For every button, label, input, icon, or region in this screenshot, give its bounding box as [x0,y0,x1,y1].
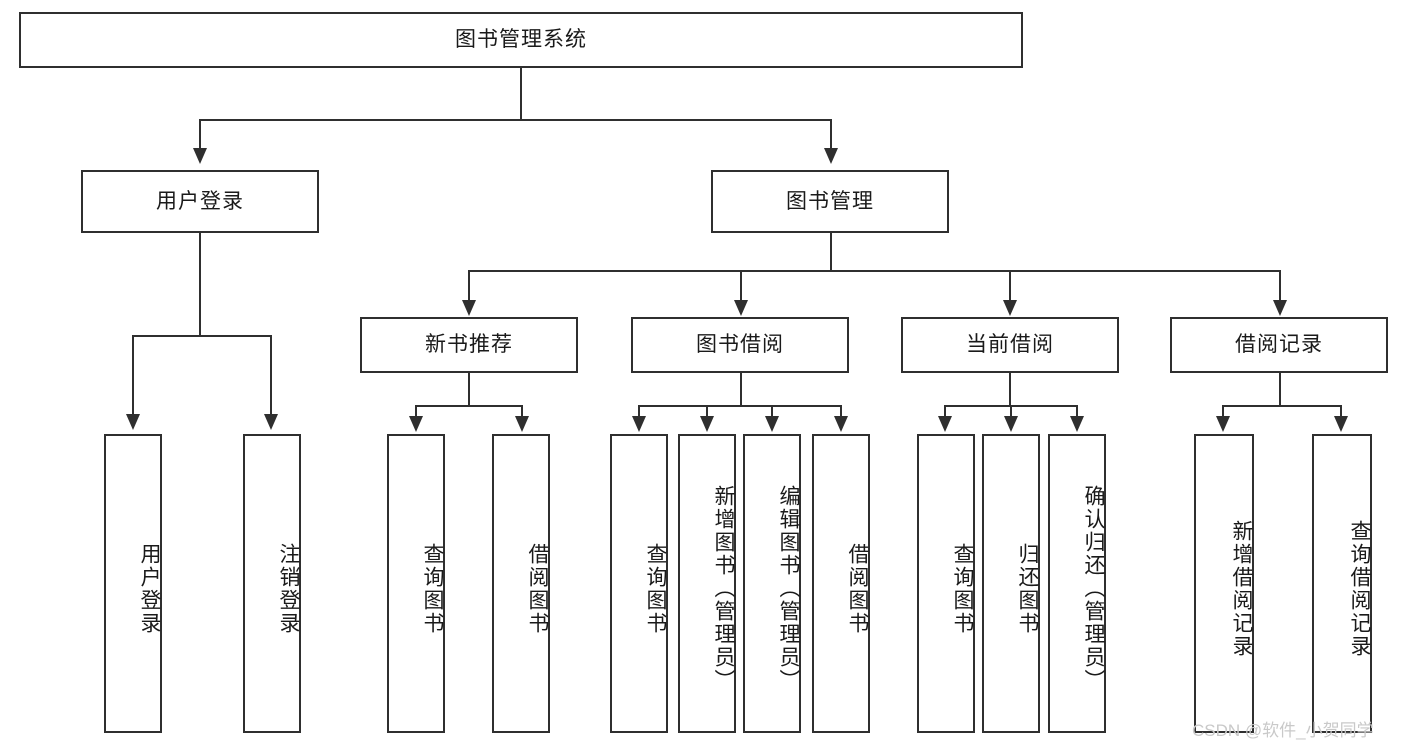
connector-bb-to-leaf-3 [771,405,773,417]
connector-new-book-bus [415,405,523,407]
arrow-root-to-book-management [824,148,838,164]
connector-new-book-to-leaf-1 [415,405,417,417]
node-label: 借阅记录 [1235,333,1323,357]
node-current-borrow[interactable]: 当前借阅 [901,317,1119,373]
node-label: 新增借阅记录 [1230,519,1253,658]
leaf-book-borrow-edit-book-admin[interactable]: 编辑图书（管理员） [743,434,801,733]
connector-bb-to-leaf-4 [840,405,842,417]
connector-br-to-leaf-2 [1340,405,1342,417]
node-label: 图书管理 [786,189,874,213]
arrow-bm-to-new-book [462,300,476,316]
leaf-current-borrow-query-book[interactable]: 查询图书 [917,434,975,733]
node-label: 借阅图书 [526,542,549,635]
connector-book-borrow-stem [740,373,742,407]
arrow-bm-to-borrow-record [1273,300,1287,316]
leaf-new-book-query-book[interactable]: 查询图书 [387,434,445,733]
node-label: 查询图书 [421,542,444,635]
connector-root-stem [520,68,522,120]
node-label: 用户登录 [138,542,161,635]
node-label: 编辑图书（管理员） [777,485,800,692]
connector-new-book-to-leaf-2 [521,405,523,417]
leaf-borrow-record-query-record[interactable]: 查询借阅记录 [1312,434,1372,733]
connector-bm-to-new-book [468,270,470,302]
node-new-book-recommend[interactable]: 新书推荐 [360,317,578,373]
connector-br-to-leaf-1 [1222,405,1224,417]
arrow-bb-to-leaf-4 [834,416,848,432]
node-label: 图书管理系统 [455,28,587,52]
leaf-borrow-record-add-record[interactable]: 新增借阅记录 [1194,434,1254,733]
node-book-borrow[interactable]: 图书借阅 [631,317,849,373]
node-label: 查询图书 [951,542,974,635]
node-borrow-record[interactable]: 借阅记录 [1170,317,1388,373]
arrow-cb-to-leaf-1 [938,416,952,432]
node-label: 查询借阅记录 [1348,519,1371,658]
connector-borrow-record-stem [1279,373,1281,407]
arrow-br-to-leaf-1 [1216,416,1230,432]
arrow-cb-to-leaf-3 [1070,416,1084,432]
node-book-management[interactable]: 图书管理 [711,170,949,233]
connector-cb-to-leaf-2 [1010,405,1012,417]
node-label: 新书推荐 [425,333,513,357]
arrow-bm-to-book-borrow [734,300,748,316]
connector-root-to-user-login [199,119,201,150]
leaf-book-borrow-query-book[interactable]: 查询图书 [610,434,668,733]
leaf-user-login-login[interactable]: 用户登录 [104,434,162,733]
connector-bb-to-leaf-1 [638,405,640,417]
connector-bm-to-borrow-record [1279,270,1281,302]
connector-bm-to-book-borrow [740,270,742,302]
arrow-bb-to-leaf-3 [765,416,779,432]
leaf-book-borrow-borrow-book[interactable]: 借阅图书 [812,434,870,733]
node-label: 用户登录 [156,189,244,213]
connector-new-book-stem [468,373,470,407]
node-label: 确认归还（管理员） [1082,485,1105,692]
connector-user-login-bus [132,335,270,337]
connector-book-management-bus [468,270,1280,272]
connector-user-login-stem [199,233,201,336]
leaf-user-login-logout[interactable]: 注销登录 [243,434,301,733]
arrow-user-login-to-leaf-2 [264,414,278,430]
connector-user-login-to-leaf-1 [132,335,134,415]
node-label: 新增图书（管理员） [712,485,735,692]
arrow-new-book-to-leaf-1 [409,416,423,432]
leaf-book-borrow-add-book-admin[interactable]: 新增图书（管理员） [678,434,736,733]
connector-bb-to-leaf-2 [706,405,708,417]
node-label: 注销登录 [277,542,300,635]
leaf-current-borrow-confirm-return-admin[interactable]: 确认归还（管理员） [1048,434,1106,733]
arrow-new-book-to-leaf-2 [515,416,529,432]
connector-book-management-stem [830,233,832,271]
arrow-bm-to-current-borrow [1003,300,1017,316]
connector-cb-to-leaf-1 [944,405,946,417]
node-label: 借阅图书 [846,542,869,635]
connector-root-bus [199,119,832,121]
arrow-root-to-user-login [193,148,207,164]
leaf-current-borrow-return-book[interactable]: 归还图书 [982,434,1040,733]
arrow-bb-to-leaf-2 [700,416,714,432]
connector-borrow-record-bus [1222,405,1341,407]
node-label: 当前借阅 [966,333,1054,357]
connector-cb-to-leaf-3 [1076,405,1078,417]
csdn-watermark: CSDN @软件_小贺同学 [1192,721,1374,740]
arrow-user-login-to-leaf-1 [126,414,140,430]
connector-book-borrow-bus [638,405,841,407]
leaf-new-book-borrow-book[interactable]: 借阅图书 [492,434,550,733]
arrow-br-to-leaf-2 [1334,416,1348,432]
node-label: 查询图书 [644,542,667,635]
arrow-bb-to-leaf-1 [632,416,646,432]
node-label: 归还图书 [1016,542,1039,635]
node-root-book-management-system[interactable]: 图书管理系统 [19,12,1023,68]
connector-current-borrow-stem [1009,373,1011,407]
arrow-cb-to-leaf-2 [1004,416,1018,432]
connector-root-to-book-management [830,119,832,150]
node-user-login[interactable]: 用户登录 [81,170,319,233]
connector-bm-to-current-borrow [1009,270,1011,302]
connector-user-login-to-leaf-2 [270,335,272,415]
node-label: 图书借阅 [696,333,784,357]
